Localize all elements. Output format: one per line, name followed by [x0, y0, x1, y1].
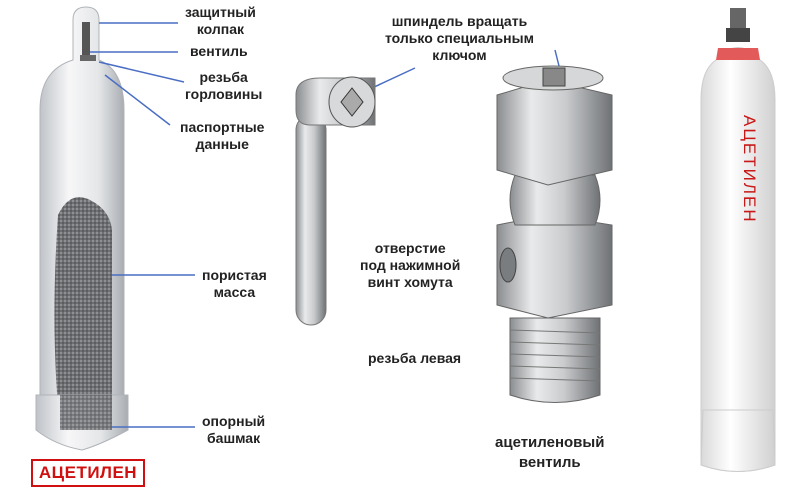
special-key [295, 76, 376, 326]
acetylene-badge: АЦЕТИЛЕН [31, 459, 145, 487]
acetylene-cylinder [700, 8, 776, 472]
label-valve: вентиль [190, 43, 248, 59]
label-left-thread: резьба левая [368, 350, 462, 366]
cylinder-vertical-text: АЦЕТИЛЕН [740, 115, 759, 224]
acetylene-cylinder-cutaway [35, 6, 129, 451]
acetylene-valve [496, 65, 613, 403]
